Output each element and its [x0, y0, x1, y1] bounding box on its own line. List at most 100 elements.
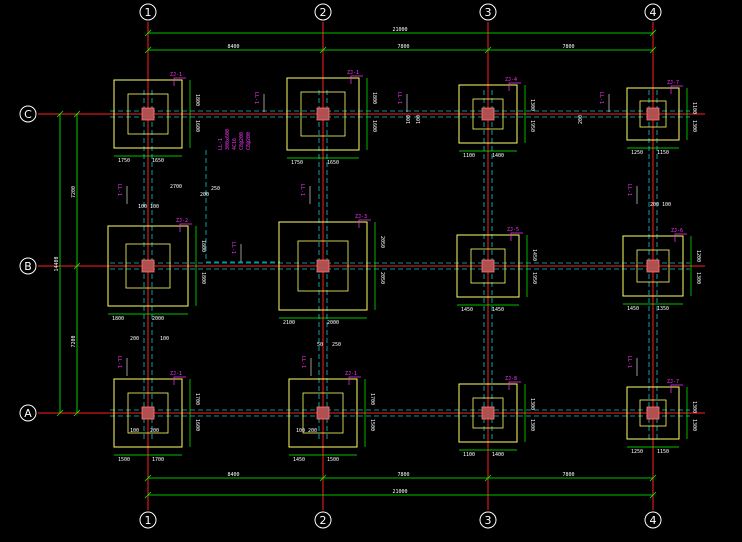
- footing-dim-below-a-B2: 2100: [283, 320, 295, 326]
- footing-dim-side-a-B1: 1800: [200, 240, 206, 252]
- footing-dim-side-b-A3: 1300: [529, 419, 535, 431]
- small-dim-label: 2700: [170, 184, 182, 190]
- beam-tag: LL-1: [116, 184, 122, 196]
- axis-bubble-B-circle: [19, 257, 37, 275]
- footing-outer-A4: [626, 386, 680, 440]
- small-dim-label: 200: [150, 428, 159, 434]
- axis-bubble-top-2-label: 2: [320, 6, 327, 19]
- footing-dim-side-a-C1: 1800: [194, 94, 200, 106]
- footing-inner-B2: [297, 240, 349, 292]
- footing-dim-below-b-C3: 1400: [492, 153, 504, 159]
- footing-dim-side-a-A1: 1700: [194, 393, 200, 405]
- left-span-dim-label: 7200: [71, 186, 77, 198]
- footing-dim-side-b-C3: 1950: [529, 120, 535, 132]
- small-dim-label: 100: [130, 428, 139, 434]
- footing-dim-side-a-B2: 2050: [379, 236, 385, 248]
- axis-bubble-top-4-circle: [644, 3, 662, 21]
- tag-leader-B1: [179, 223, 192, 232]
- footing-dim-below-a-B3: 1450: [461, 307, 473, 313]
- footing-tag-B1: ZJ-2: [176, 218, 188, 224]
- footing-dim-below-a-A2: 1450: [293, 457, 305, 463]
- tag-leader-C3: [508, 82, 521, 91]
- axis-bubble-A-label: A: [24, 407, 32, 420]
- footing-dim-below-b-B4: 1350: [657, 306, 669, 312]
- footing-inner-C3: [472, 98, 504, 130]
- footing-dim-below-a-C1: 1750: [118, 158, 130, 164]
- footing-dim-below-a-B1: 1800: [112, 316, 124, 322]
- beam-section-note-line: C8@200: [239, 132, 245, 150]
- footing-dim-below-a-C3: 1100: [463, 153, 475, 159]
- bottom-span-dim-tick: [144, 474, 152, 482]
- column-A3: [481, 406, 495, 420]
- beam-section-note-line: C8@200: [246, 132, 252, 150]
- bottom-span-dim-label: 7800: [398, 472, 410, 478]
- small-dim-label: 100: [150, 204, 159, 210]
- beam-section-note-line: 300x600: [225, 129, 231, 150]
- footing-tag-A1: ZJ-1: [170, 371, 182, 377]
- top-total-dim-tick: [144, 29, 152, 37]
- footing-dim-side-a-A2: 1700: [369, 393, 375, 405]
- beam-section-note-line: 4C16: [232, 138, 238, 150]
- axis-bubble-bottom-4-label: 4: [650, 514, 657, 527]
- footing-dim-below-b-B2: 2000: [327, 320, 339, 326]
- tie-beams: [110, 90, 690, 440]
- beam-tag: LL-1: [626, 356, 632, 368]
- footing-outer-C2: [286, 77, 360, 151]
- small-dim-label: 200: [308, 428, 317, 434]
- footing-dim-side-b-C1: 1600: [194, 120, 200, 132]
- footing-inner-A3: [472, 397, 504, 429]
- small-dim-label: 100: [416, 115, 422, 124]
- footing-dim-side-b-B4: 1300: [695, 272, 701, 284]
- axis-bubble-bottom-1-circle: [139, 511, 157, 529]
- footing-dim-below-a-B4: 1450: [627, 306, 639, 312]
- footing-inner-B1: [125, 243, 171, 289]
- small-dim-label: 100: [160, 336, 169, 342]
- column-B3: [481, 259, 495, 273]
- footing-tag-C1: ZJ-1: [170, 72, 182, 78]
- small-dim-label: 100: [138, 204, 147, 210]
- beam-tag: LL-1: [299, 184, 305, 196]
- footing-tag-A3: ZJ-8: [505, 376, 517, 382]
- footing-tag-B4: ZJ-6: [671, 228, 683, 234]
- footing-dim-below-a-A1: 1500: [118, 457, 130, 463]
- column-C2: [316, 107, 330, 121]
- top-span-dim-label: 8400: [228, 44, 240, 50]
- top-span-dim-tick: [649, 46, 657, 54]
- footing-tag-B2: ZJ-3: [355, 214, 367, 220]
- beam-tag: LL-1: [598, 92, 604, 104]
- footing-outer-C3: [458, 84, 518, 144]
- beam-tag: LL-1: [253, 92, 259, 104]
- footing-tag-C3: ZJ-4: [505, 77, 517, 83]
- footing-dim-below-a-C2: 1750: [291, 160, 303, 166]
- axis-bubble-A-circle: [19, 404, 37, 422]
- footing-tag-A4: ZJ-7: [667, 379, 679, 385]
- top-span-dim-label: 7800: [563, 44, 575, 50]
- footing-outer-C1: [113, 79, 183, 149]
- small-dim-label: 200: [650, 202, 659, 208]
- bottom-total-dim-tick: [649, 491, 657, 499]
- tag-leader-A1: [173, 376, 186, 385]
- tag-leader-A2: [348, 376, 361, 385]
- small-dim-label: 100: [296, 428, 305, 434]
- beam-section-note-line: LL-1: [218, 138, 224, 150]
- column-B2: [316, 259, 330, 273]
- footing-dim-below-b-C1: 1650: [152, 158, 164, 164]
- footing-dim-side-b-B3: 1950: [531, 272, 537, 284]
- small-dim-label: 200: [578, 115, 584, 124]
- top-span-dim-tick: [484, 46, 492, 54]
- footing-inner-A1: [127, 392, 169, 434]
- footing-outer-C4: [626, 87, 680, 141]
- footing-inner-A2: [302, 392, 344, 434]
- top-span-dim-tick: [319, 46, 327, 54]
- footing-dim-below-b-C2: 1650: [327, 160, 339, 166]
- footing-outer-B1: [107, 225, 189, 307]
- small-dim-label: 50: [317, 342, 323, 348]
- tag-leader-B3: [510, 232, 523, 241]
- axis-bubble-top-1-label: 1: [145, 6, 152, 19]
- tag-leader-A4: [670, 384, 683, 393]
- axis-bubble-top-2-circle: [314, 3, 332, 21]
- axis-bubble-bottom-2-label: 2: [320, 514, 327, 527]
- footing-dim-below-b-B3: 1450: [492, 307, 504, 313]
- beam-tag: LL-1: [626, 184, 632, 196]
